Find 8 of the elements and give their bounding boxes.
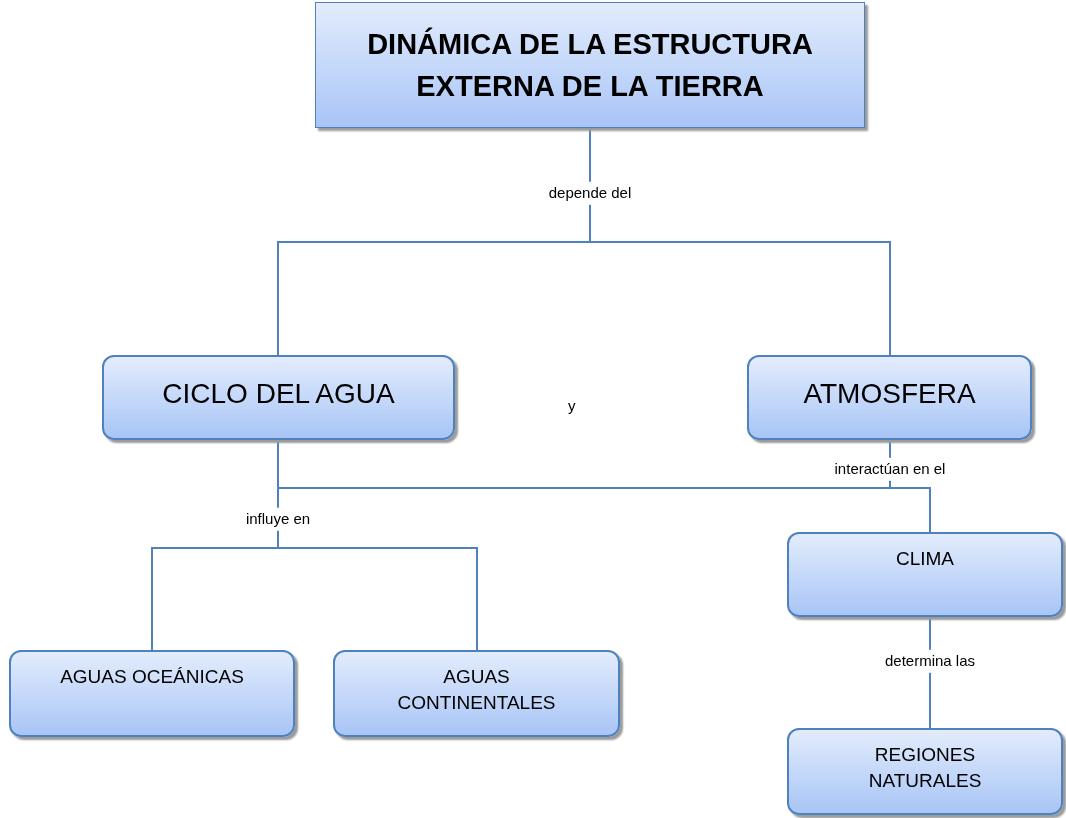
concept-box: CICLO DEL AGUA <box>102 355 455 440</box>
title-box: DINÁMICA DE LA ESTRUCTURA EXTERNA DE LA TIERRA <box>315 2 865 128</box>
concept-box: CLIMA <box>787 532 1063 617</box>
concept-box: REGIONES NATURALES <box>787 728 1063 815</box>
concept-box: AGUAS CONTINENTALES <box>333 650 620 737</box>
concept-box: ATMOSFERA <box>747 355 1032 440</box>
concept-box: AGUAS OCEÁNICAS <box>9 650 295 737</box>
connector-word: y <box>568 396 576 416</box>
